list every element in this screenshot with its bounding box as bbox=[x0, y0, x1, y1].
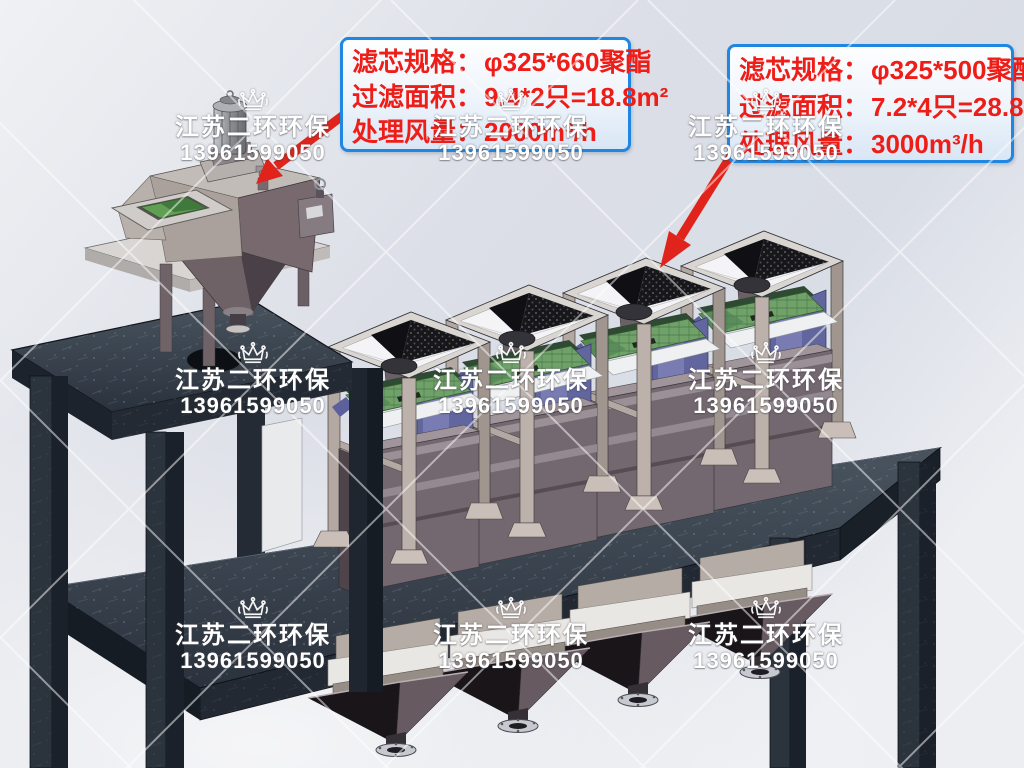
spec-label: 处理风量： bbox=[739, 129, 870, 159]
spec-value: 2000m³/h bbox=[484, 117, 597, 147]
spec-value: 3000m³/h bbox=[871, 129, 984, 159]
spec-callout-right: 滤芯规格：φ325*500聚酯 过滤面积：7.2*4只=28.8m² 处理风量：… bbox=[727, 44, 1024, 163]
unit1-side-panel bbox=[261, 417, 303, 553]
spec-line: 过滤面积：9.4*2只=18.8m² bbox=[352, 80, 668, 115]
spec-line: 过滤面积：7.2*4只=28.8m² bbox=[739, 89, 1024, 126]
spec-value: φ325*500聚酯 bbox=[871, 55, 1024, 85]
spec-callout-left: 滤芯规格：φ325*660聚酯 过滤面积：9.4*2只=18.8m² 处理风量：… bbox=[340, 37, 668, 152]
spec-value: 9.4*2只=18.8m² bbox=[484, 82, 669, 112]
spec-line: 滤芯规格：φ325*660聚酯 bbox=[352, 45, 652, 80]
spec-line: 处理风量：2000m³/h bbox=[352, 115, 619, 150]
spec-line: 处理风量：3000m³/h bbox=[739, 126, 1002, 163]
spec-line: 滤芯规格：φ325*500聚酯 bbox=[739, 52, 1024, 89]
spec-value: φ325*660聚酯 bbox=[484, 47, 652, 77]
spec-label: 滤芯规格： bbox=[352, 47, 483, 77]
spec-value: 7.2*4只=28.8m² bbox=[871, 92, 1024, 122]
spec-label: 过滤面积： bbox=[352, 82, 483, 112]
spec-label: 滤芯规格： bbox=[739, 55, 870, 85]
spec-label: 过滤面积： bbox=[739, 92, 870, 122]
spec-label: 处理风量： bbox=[352, 117, 483, 147]
